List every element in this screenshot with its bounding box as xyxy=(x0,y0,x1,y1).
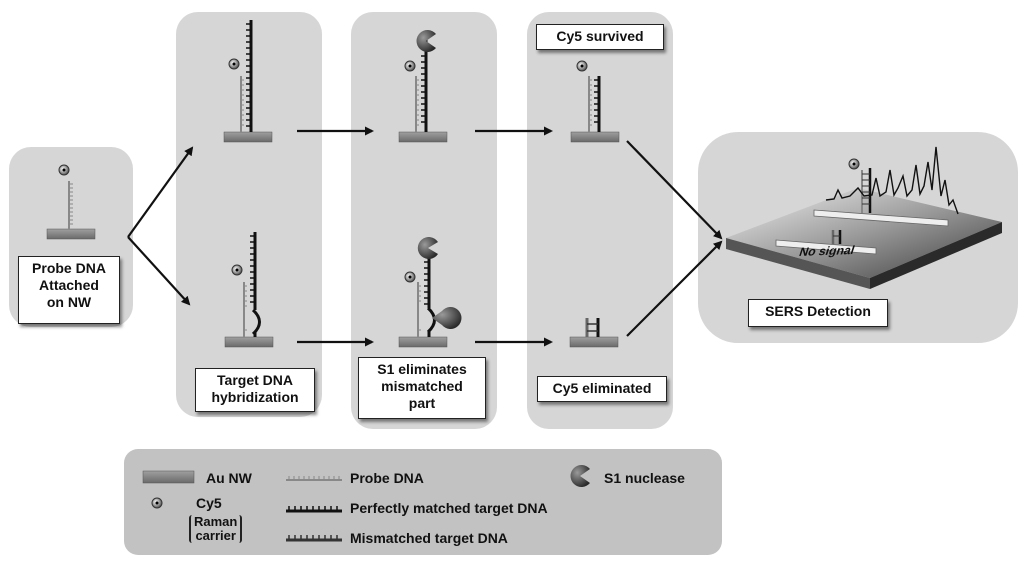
s1-label-line-2: mismatched xyxy=(381,378,463,394)
sers-detection-label: SERS Detection xyxy=(748,299,888,327)
raman-carrier-note: Raman carrier xyxy=(189,514,243,543)
cy5-eliminated-construct xyxy=(569,318,619,348)
probe-dna-legend-symbol xyxy=(286,476,342,481)
au-nw-legend-label: Au NW xyxy=(206,470,252,486)
raman-spectrum xyxy=(825,146,959,215)
raman-line-1: Raman xyxy=(194,514,238,529)
s1-label-line-1: S1 eliminates xyxy=(377,361,467,377)
arrow-survived-to-sers xyxy=(626,140,723,240)
legend-symbols xyxy=(142,465,590,542)
raman-line-2: carrier xyxy=(195,528,236,543)
cy5-survived-construct xyxy=(570,60,620,143)
no-signal-text: No signal xyxy=(797,243,857,259)
probe-label-line-1: Probe DNA xyxy=(32,260,106,276)
hybrid-mismatch-construct xyxy=(224,232,274,348)
s1-perfect-construct xyxy=(398,30,448,143)
cy5-legend-symbol xyxy=(151,497,163,509)
probe-label-line-3: on NW xyxy=(46,294,92,310)
arrow-probe-to-perfect xyxy=(127,146,194,238)
hybrid-perfect-construct xyxy=(223,20,273,143)
s1-label-line-3: part xyxy=(408,395,436,411)
au-nw-legend-symbol xyxy=(142,470,195,484)
s1-nuclease-legend-symbol xyxy=(570,465,590,488)
panel-cy5 xyxy=(527,12,673,429)
mismatch-dna-legend-label: Mismatched target DNA xyxy=(350,530,508,546)
s1-nuclease-legend-label: S1 nuclease xyxy=(604,470,685,486)
mismatch-dna-legend-symbol xyxy=(286,535,342,542)
panel-hybridization xyxy=(176,12,322,417)
s1-eliminates-label: S1 eliminates mismatched part xyxy=(358,357,486,419)
perfect-dna-legend-label: Perfectly matched target DNA xyxy=(350,500,548,516)
cy5-legend-label: Cy5 xyxy=(196,495,222,511)
arrow-probe-to-mismatch xyxy=(127,236,191,306)
cy5-survived-label: Cy5 survived xyxy=(536,24,664,50)
panel-s1 xyxy=(351,12,497,429)
cy5-eliminated-label: Cy5 eliminated xyxy=(537,376,667,402)
hybrid-label-line-2: hybridization xyxy=(211,389,299,405)
flow-arrows xyxy=(127,126,723,347)
target-hybridization-label: Target DNA hybridization xyxy=(195,368,315,412)
arrow-eliminated-to-sers xyxy=(626,240,723,337)
probe-construct xyxy=(46,164,96,240)
perfect-dna-legend-symbol xyxy=(286,506,342,513)
probe-dna-legend-label: Probe DNA xyxy=(350,470,424,486)
hybrid-label-line-1: Target DNA xyxy=(217,372,293,388)
probe-dna-label: Probe DNA Attached on NW xyxy=(18,256,120,324)
sers-platform xyxy=(726,146,1002,289)
s1-mismatch-construct xyxy=(398,237,462,348)
probe-label-line-2: Attached xyxy=(39,277,99,293)
